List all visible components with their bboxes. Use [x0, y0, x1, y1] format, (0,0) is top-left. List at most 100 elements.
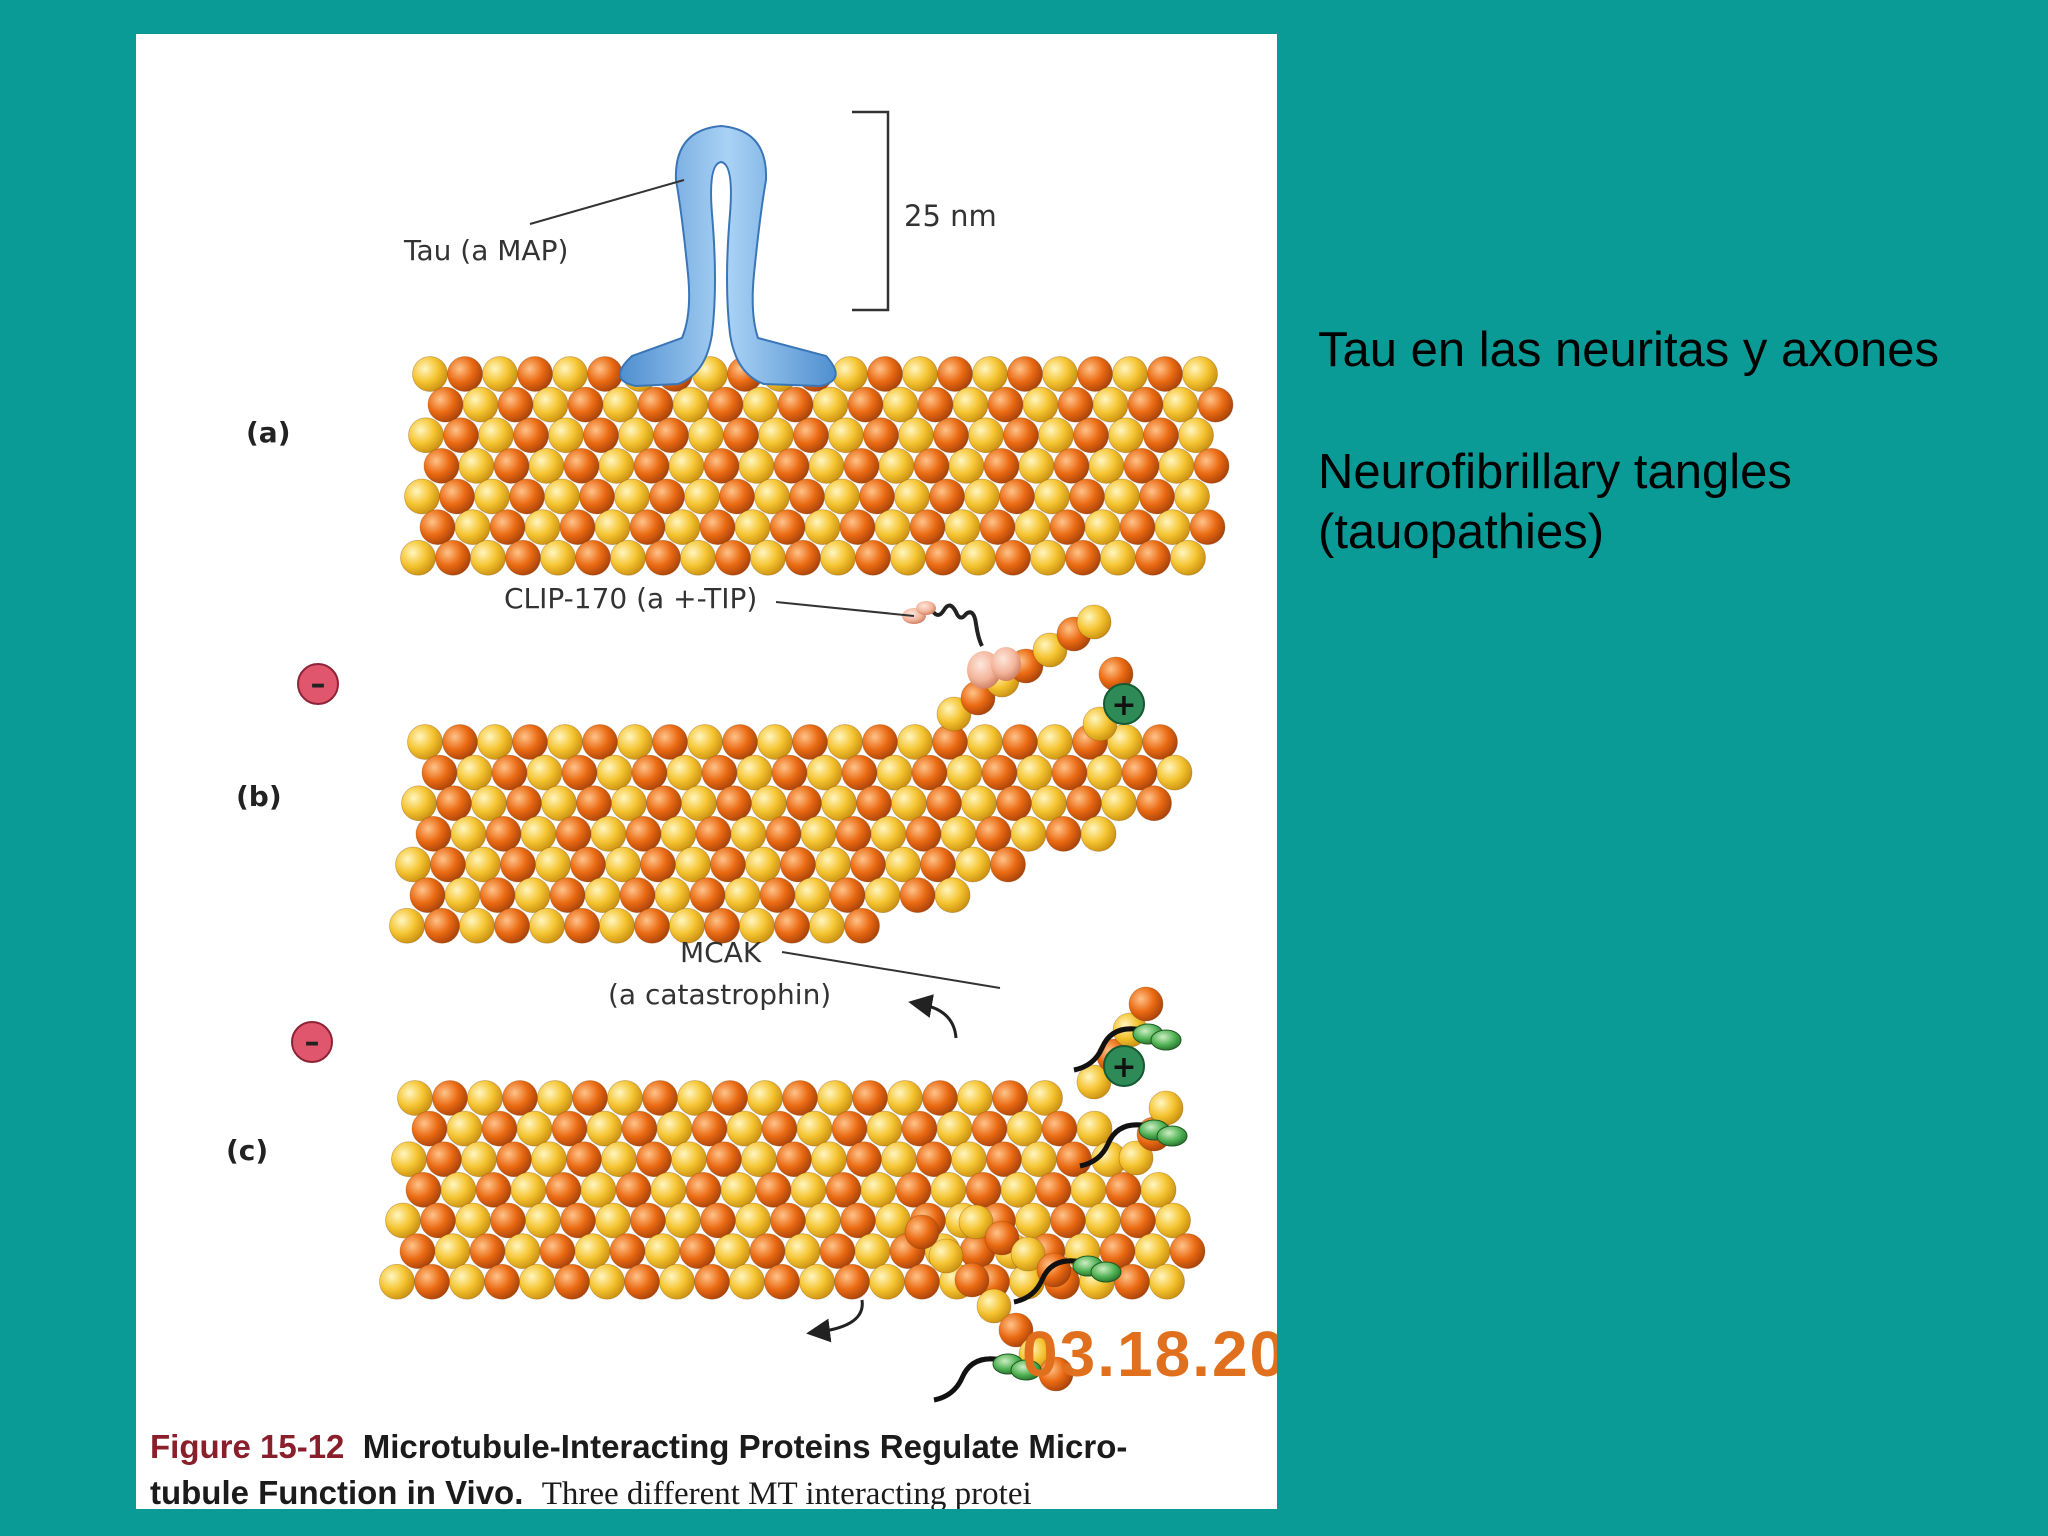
microtubule-c: [379, 1080, 1206, 1300]
tubulin-subunit: [555, 815, 592, 852]
tubulin-subunit: [660, 815, 697, 852]
tubulin-subunit: [755, 1171, 792, 1208]
tubulin-subunit: [944, 509, 981, 546]
tubulin-subunit: [846, 1141, 882, 1178]
tubulin-subunit: [862, 724, 898, 760]
tubulin-subunit: [1119, 509, 1156, 546]
tau-label: Tau (a MAP): [403, 234, 568, 267]
tubulin-subunit: [554, 1263, 590, 1300]
tubulin-subunit: [1169, 1233, 1206, 1270]
tubulin-subunit: [624, 1263, 660, 1300]
tubulin-subunit: [999, 478, 1035, 515]
tubulin-subunit: [1056, 1141, 1092, 1178]
tubulin-subunit: [586, 1110, 623, 1147]
tubulin-subunit: [1086, 754, 1123, 791]
tubulin-subunit: [940, 815, 977, 852]
tubulin-subunit: [878, 447, 915, 484]
tubulin-subunit: [537, 1080, 573, 1116]
tubulin-subunit: [598, 447, 635, 484]
tubulin-subunit: [1134, 1233, 1171, 1270]
tubulin-subunit: [1123, 447, 1160, 484]
tubulin-subunit: [412, 356, 448, 392]
tubulin-subunit: [806, 754, 843, 791]
tubulin-subunit: [922, 1080, 958, 1116]
tubulin-subunit: [723, 417, 759, 454]
tubulin-subunit: [867, 356, 903, 392]
clip-170-head: [916, 601, 936, 615]
tubulin-subunit: [832, 356, 868, 392]
tubulin-subunit: [695, 815, 732, 852]
tubulin-subunit: [1022, 386, 1059, 423]
tubulin-subunit: [1135, 539, 1171, 576]
mcak-tail: [1079, 1122, 1149, 1169]
tubulin-subunit: [981, 754, 1018, 791]
tubulin-subunit: [1002, 724, 1038, 760]
tubulin-subunit: [401, 785, 437, 822]
tubulin-subunit: [456, 754, 493, 791]
tubulin-subunit: [426, 1141, 462, 1178]
tubulin-subunit: [397, 1080, 433, 1116]
mcak-label-line2: (a catastrophin): [608, 978, 831, 1011]
tubulin-subunit: [964, 478, 1000, 515]
tubulin-subunit: [757, 724, 793, 760]
tubulin-subunit: [719, 478, 755, 515]
tubulin-subunit: [827, 724, 863, 760]
figure-number: Figure 15-12: [150, 1428, 345, 1465]
tubulin-subunit: [514, 877, 551, 914]
figure-caption: Figure 15-12 Microtubule-Interacting Pro…: [150, 1424, 1277, 1509]
tubulin-subunit: [809, 907, 845, 944]
tubulin-subunit: [1092, 386, 1129, 423]
tubulin-subunit: [817, 1080, 853, 1116]
tubulin-subunit: [491, 754, 528, 791]
tubulin-subunit: [439, 478, 475, 515]
protofilament-tip-b: [936, 604, 1134, 742]
tubulin-subunit: [866, 1110, 903, 1147]
tubulin-subunit: [844, 907, 880, 944]
tubulin-subunit: [640, 846, 676, 883]
tubulin-subunit: [995, 539, 1031, 576]
tubulin-subunit: [1034, 478, 1070, 515]
tubulin-subunit: [391, 1141, 427, 1178]
note-tau-neurites: Tau en las neuritas y axones: [1318, 323, 1940, 377]
tubulin-subunit: [860, 1171, 897, 1208]
scale-bracket: [852, 110, 890, 312]
tubulin-subunit: [1010, 815, 1047, 852]
tubulin-subunit: [566, 1141, 602, 1178]
tubulin-subunit: [1142, 724, 1178, 760]
plus-end-badge: [1103, 683, 1145, 725]
tubulin-subunit: [454, 509, 491, 546]
tubulin-subunit: [701, 754, 738, 791]
tubulin-subunit: [774, 907, 810, 944]
tubulin-subunit: [1088, 447, 1125, 484]
tubulin-subunit: [1077, 356, 1113, 392]
panel-b-label: (b): [236, 780, 282, 813]
mcak-label-line1: MCAK: [680, 936, 762, 969]
tubulin-subunit: [890, 539, 926, 576]
tubulin-subunit: [986, 1141, 1022, 1178]
tubulin-subunit: [675, 846, 711, 883]
tubulin-subunit: [712, 1080, 748, 1116]
tubulin-subunit: [1197, 386, 1234, 423]
tubulin-subunit: [983, 447, 1020, 484]
tubulin-subunit: [1066, 785, 1102, 822]
tubulin-subunit: [1101, 785, 1137, 822]
tubulin-subunit: [379, 1263, 415, 1300]
tubulin-subunit: [502, 1080, 538, 1116]
tubulin-subunit: [720, 1171, 757, 1208]
tubulin-subunit: [957, 1080, 993, 1116]
tubulin-subunit: [885, 846, 921, 883]
protofilament-subunit: [1032, 632, 1068, 668]
minus-end-sign: –: [311, 667, 326, 702]
tubulin-subunit: [1016, 754, 1053, 791]
tubulin-subunit: [745, 846, 781, 883]
tubulin-subunit: [589, 1263, 625, 1300]
tubulin-subunit: [894, 478, 930, 515]
protofilament-subunit: [1076, 604, 1112, 640]
tubulin-subunit: [979, 509, 1016, 546]
tubulin-subunit: [517, 356, 553, 392]
tubulin-subunit: [972, 356, 1008, 392]
tubulin-subunit: [1120, 1202, 1156, 1239]
tubulin-subunit: [1174, 478, 1210, 515]
tubulin-subunit: [596, 754, 633, 791]
tubulin-subunit: [897, 724, 933, 760]
